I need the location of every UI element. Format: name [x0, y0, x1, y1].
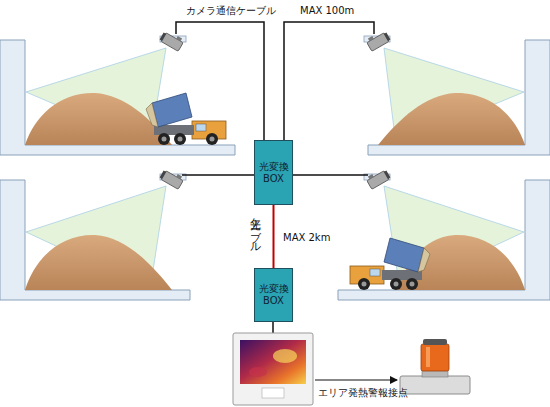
- waste-heap: [378, 93, 525, 145]
- box-content: 光変換 BOX: [255, 283, 292, 307]
- annotation: MAX 100m: [300, 5, 354, 17]
- thermal-image: [240, 340, 306, 384]
- converter-box: 光変換 BOX: [254, 268, 293, 322]
- monitor-cable: [272, 322, 274, 334]
- tower-base: [400, 376, 470, 394]
- camera-cable: [176, 22, 264, 140]
- garbage-truck: [350, 238, 430, 290]
- ir-camera: [365, 167, 391, 189]
- pit-wall: [338, 180, 550, 300]
- annotation: 光ケーブル: [249, 210, 261, 248]
- tower-gloss: [426, 347, 430, 367]
- optical-cable: [273, 205, 275, 268]
- ir-camera: [159, 167, 185, 189]
- camera-cable: [284, 22, 374, 140]
- tower-cap: [423, 339, 447, 345]
- camera-cable: [292, 174, 368, 176]
- hot-spot: [249, 367, 267, 377]
- ir-camera: [159, 29, 185, 51]
- pit-wall: [0, 180, 190, 300]
- waste-heap: [25, 235, 172, 290]
- camera-cable: [182, 174, 254, 176]
- pit-wall: [0, 40, 235, 155]
- alarm-arrow: [315, 379, 397, 380]
- box-content: 光変換 BOX: [255, 161, 292, 185]
- ir-camera: [365, 29, 391, 51]
- box-label: 光変換 BOX: [255, 161, 292, 185]
- monitor-panel: [262, 388, 284, 398]
- garbage-truck: [146, 93, 226, 145]
- pit-wall: [368, 40, 550, 155]
- annotation: MAX 2km: [283, 232, 330, 244]
- monitor-frame: [233, 333, 313, 405]
- converter-box: 光変換 BOX: [254, 140, 293, 205]
- annotation: エリア発熱警報接点: [318, 387, 408, 399]
- tower-light: [421, 344, 449, 371]
- hot-spot: [273, 349, 297, 363]
- box-label: 光変換 BOX: [255, 283, 292, 307]
- annotation: カメラ通信ケーブル: [186, 5, 276, 17]
